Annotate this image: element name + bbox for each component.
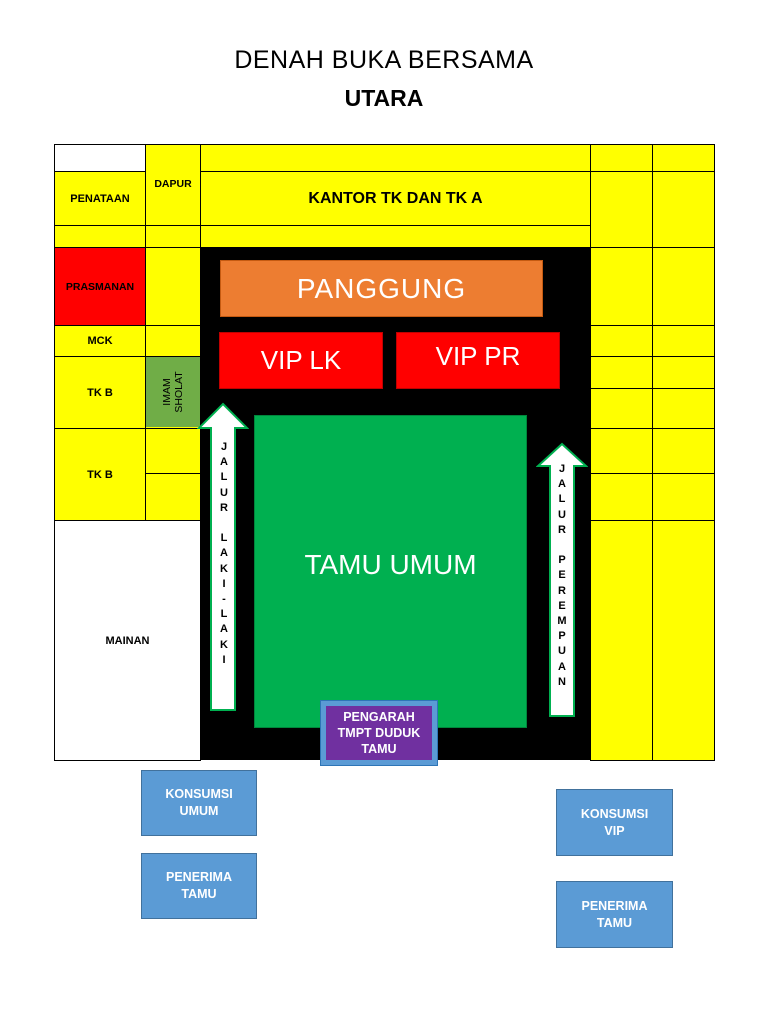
path-letter: K (220, 562, 228, 575)
penerima-tamu-left-label: PENERIMA TAMU (166, 870, 232, 901)
konsumsi-umum-label: KONSUMSI UMUM (165, 787, 233, 818)
path-letter: E (558, 569, 566, 582)
pengarah-box: PENGARAH TMPT DUDUK TAMU (320, 700, 438, 766)
path-letter: L (220, 532, 228, 545)
penerima-tamu-right-box: PENERIMA TAMU (556, 881, 673, 948)
cell (590, 171, 653, 248)
vip-pr-label: VIP PR (435, 341, 521, 371)
pengarah-label: PENGARAH TMPT DUDUK TAMU (326, 706, 432, 760)
cell (652, 388, 715, 429)
cell (590, 144, 653, 172)
konsumsi-vip-label: KONSUMSI VIP (580, 806, 649, 838)
cell (145, 247, 201, 326)
path-letter: R (558, 523, 566, 536)
vip-lk-area: VIP LK (219, 332, 383, 389)
room-prasmanan-label: PRASMANAN (65, 280, 135, 293)
path-letter: A (558, 478, 566, 491)
path-letter: J (220, 441, 228, 453)
plan-title: DENAH BUKA BERSAMA (234, 46, 534, 74)
cell (145, 428, 201, 474)
up-arrow-icon (536, 442, 588, 717)
path-letter: I (222, 577, 226, 590)
path-letter: A (220, 623, 228, 636)
path-letter: I (222, 653, 226, 666)
room-mck: MCK (54, 325, 146, 357)
imam-sholat-label: IMAM SHOLAT (161, 371, 185, 413)
jalur-laki-laki-label: J A L U R L A K I - L A K I (212, 440, 236, 668)
cell (652, 144, 715, 172)
cell (652, 473, 715, 521)
cell (652, 356, 715, 389)
cell (145, 225, 201, 248)
room-penataan-label: PENATAAN (70, 192, 130, 205)
path-letter: E (558, 599, 566, 612)
cell (590, 247, 653, 326)
cell (652, 428, 715, 474)
room-tkb-1-label: TK B (87, 386, 113, 399)
cell (200, 225, 591, 248)
stage-panggung: PANGGUNG (220, 260, 543, 317)
path-letter: N (558, 675, 566, 688)
path-letter: P (558, 554, 566, 567)
path-letter: P (558, 630, 566, 643)
room-penataan: PENATAAN (54, 171, 146, 226)
cell (652, 520, 715, 761)
cell (652, 247, 715, 326)
konsumsi-vip-box: KONSUMSI VIP (556, 789, 673, 856)
room-dapur-label: DAPUR (154, 178, 192, 190)
penerima-tamu-right-label: PENERIMA TAMU (581, 898, 648, 930)
path-letter: U (220, 486, 228, 499)
room-dapur: DAPUR (145, 144, 201, 226)
cell (145, 325, 201, 357)
path-letter: K (220, 638, 228, 651)
cell (590, 356, 653, 389)
cell (145, 473, 201, 521)
path-letter: L (220, 471, 228, 484)
cell (590, 520, 653, 761)
guest-area-tamu-umum: TAMU UMUM (254, 415, 527, 728)
room-tkb-1: TK B (54, 356, 146, 429)
path-letter: - (222, 593, 226, 606)
path-letter: J (558, 463, 566, 475)
penerima-tamu-left-box: PENERIMA TAMU (141, 853, 257, 919)
stage-panggung-label: PANGGUNG (296, 272, 467, 304)
konsumsi-umum-box: KONSUMSI UMUM (141, 770, 257, 836)
path-letter: U (558, 508, 566, 521)
cell (652, 171, 715, 248)
room-prasmanan: PRASMANAN (54, 247, 146, 326)
cell (590, 473, 653, 521)
jalur-perempuan-label: J A L U R P E R E M P U A N (550, 462, 574, 690)
cell (652, 325, 715, 357)
room-kantor: KANTOR TK DAN TK A (200, 171, 591, 226)
imam-sholat-area: IMAM SHOLAT (146, 357, 200, 427)
cell (590, 428, 653, 474)
path-letter: A (558, 660, 566, 673)
cell (590, 388, 653, 429)
cell (200, 144, 591, 172)
cell (590, 325, 653, 357)
room-kantor-label: KANTOR TK DAN TK A (308, 189, 483, 207)
room-mainan: MAINAN (54, 520, 201, 761)
vip-lk-label: VIP LK (260, 345, 342, 375)
up-arrow-icon (197, 402, 249, 711)
vip-pr-area: VIP PR (396, 332, 560, 389)
path-letter: A (220, 547, 228, 560)
path-letter: L (220, 608, 228, 621)
cell (54, 225, 146, 248)
room-tkb-2-label: TK B (87, 468, 113, 481)
path-letter: U (558, 645, 566, 658)
plan-subtitle: UTARA (344, 85, 424, 111)
path-letter: M (557, 615, 567, 628)
path-letter: R (558, 584, 566, 597)
room-mainan-label: MAINAN (105, 634, 150, 647)
path-letter: A (220, 456, 228, 469)
room-tkb-2: TK B (54, 428, 146, 521)
path-letter: L (558, 493, 566, 506)
tamu-umum-label: TAMU UMUM (304, 548, 477, 580)
path-letter: R (220, 501, 228, 514)
room-mck-label: MCK (87, 335, 113, 347)
empty-cell (54, 144, 146, 172)
